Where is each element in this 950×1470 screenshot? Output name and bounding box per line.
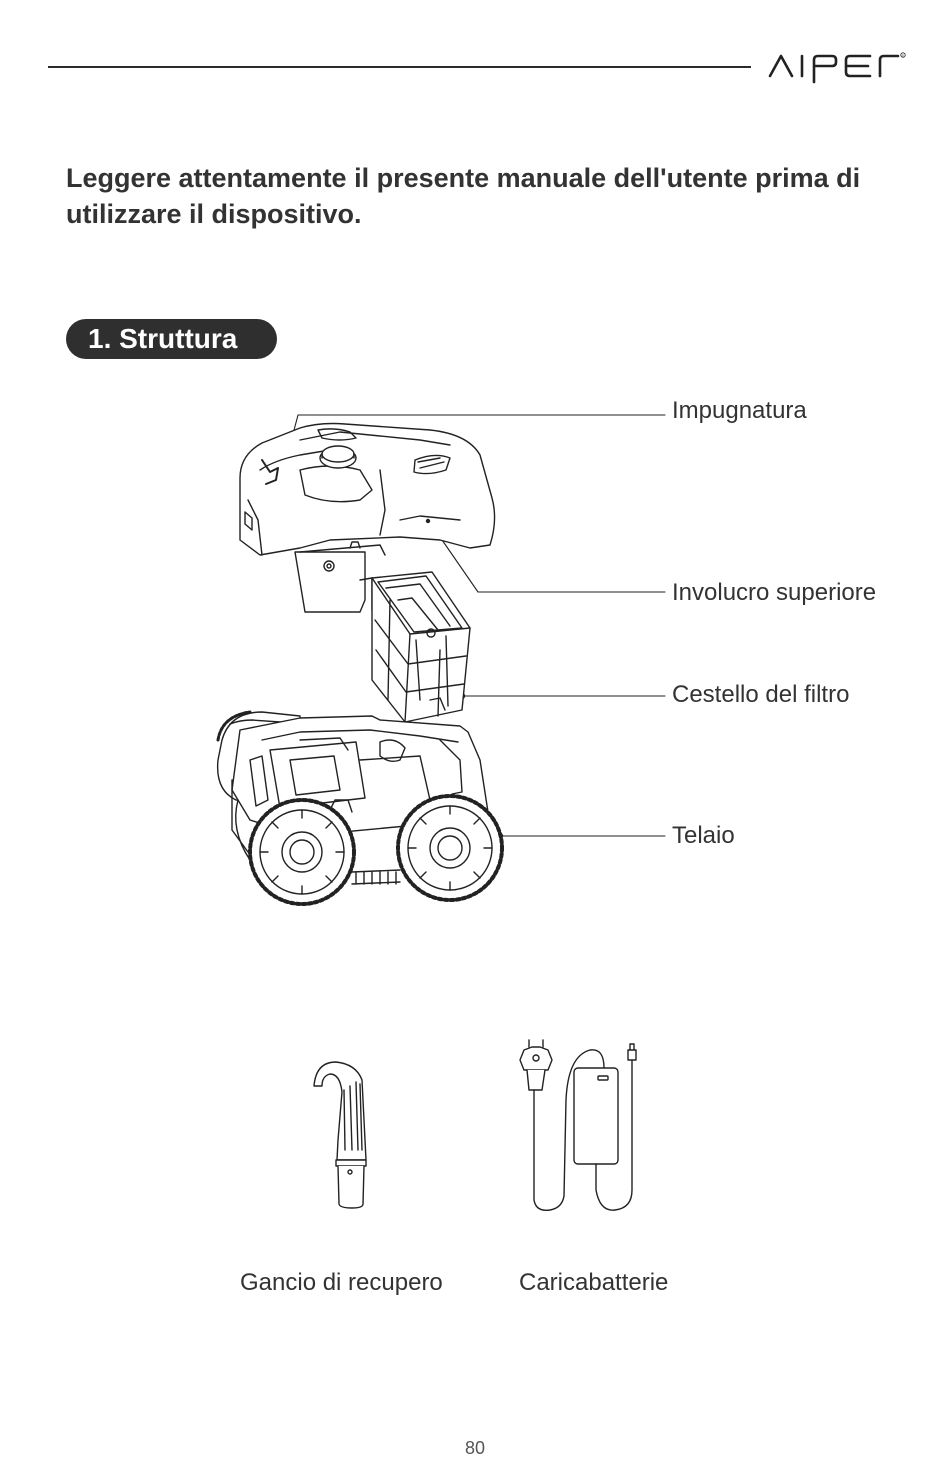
charger-icon	[520, 1040, 636, 1210]
caption-charger: Caricabatterie	[519, 1268, 668, 1298]
callout-filter-basket: Cestello del filtro	[672, 680, 849, 710]
caption-retrieval-hook: Gancio di recupero	[240, 1268, 443, 1298]
callout-chassis: Telaio	[672, 821, 735, 851]
page-number: 80	[0, 1438, 950, 1459]
retrieval-hook-icon	[314, 1062, 366, 1208]
callout-top-cover: Involucro superiore	[672, 578, 876, 608]
callout-handle: Impugnatura	[672, 396, 807, 426]
top-cover-drawing	[240, 424, 495, 556]
chassis-drawing	[218, 712, 502, 904]
filter-basket-drawing	[372, 572, 470, 722]
